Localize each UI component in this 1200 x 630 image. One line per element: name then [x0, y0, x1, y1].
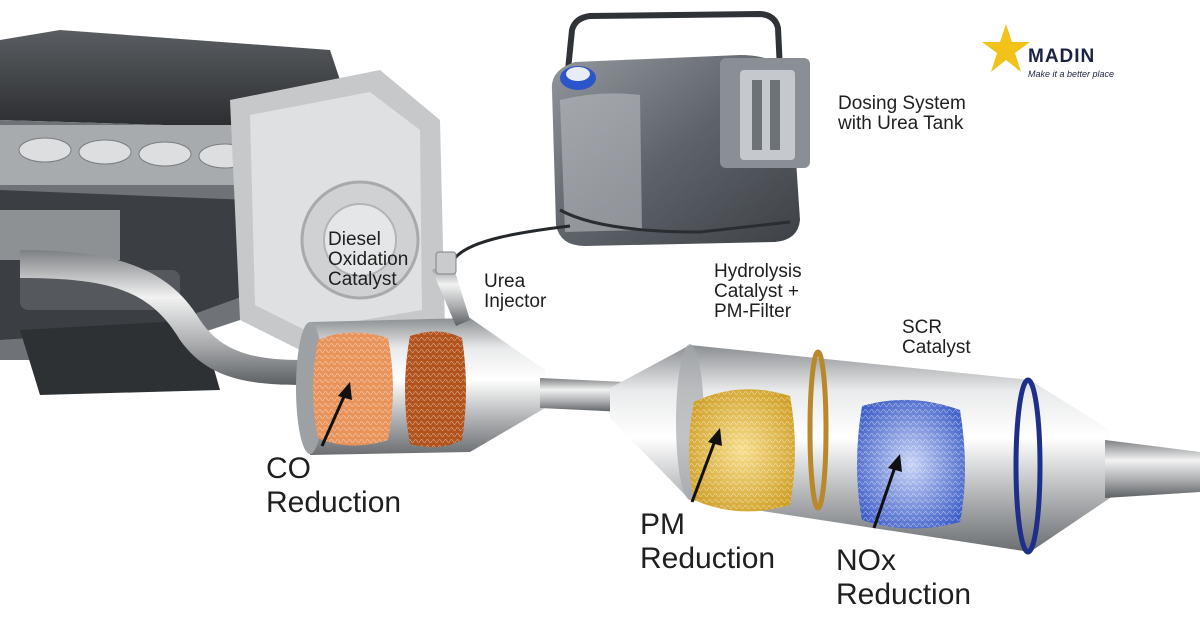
label-line: Diesel [328, 229, 381, 250]
label-line: with Urea Tank [838, 112, 964, 134]
label-line: Catalyst [328, 268, 397, 290]
mid-pipe [540, 378, 625, 412]
brand-name: MADIN [1028, 46, 1096, 67]
label-line: Catalyst [902, 336, 971, 358]
dosing-line [453, 224, 571, 260]
oxidation-catalyst-core-2 [405, 331, 466, 448]
star-icon [982, 24, 1030, 72]
label-co-reduction: CO Reduction [266, 452, 401, 519]
label-diesel-oxidation-catalyst: Diesel Oxidation Catalyst [328, 230, 408, 290]
label-dosing-system: Dosing System with Urea Tank [838, 94, 966, 134]
urea-tank [551, 10, 810, 246]
label-line: Reduction [836, 577, 972, 611]
label-line: PM-Filter [714, 300, 792, 322]
label-line: SCR [902, 317, 943, 338]
engine-exhaust-pipe [20, 250, 300, 385]
label-scr-catalyst: SCR Catalyst [902, 318, 971, 358]
label-line: Dosing System [838, 93, 966, 114]
oxidation-catalyst-core [313, 332, 393, 446]
label-pm-reduction: PM Reduction [640, 508, 775, 575]
label-line: PM [640, 508, 685, 541]
engine-block [0, 30, 445, 395]
label-urea-injector: Urea Injector [484, 272, 546, 312]
scr-catalyst-core [857, 399, 965, 529]
label-line: NOx [836, 544, 896, 577]
label-hydrolysis-pm-filter: Hydrolysis Catalyst + PM-Filter [714, 262, 802, 322]
label-line: Injector [484, 290, 547, 312]
pm-filter-core [689, 389, 795, 512]
label-nox-reduction: NOx Reduction [836, 544, 971, 611]
label-line: Oxidation [328, 248, 409, 270]
label-line: CO [266, 452, 311, 485]
label-line: Catalyst + [714, 280, 800, 302]
brand-tagline: Make it a better place [1028, 69, 1115, 79]
madin-logo: MADIN Make it a better place [980, 20, 1180, 82]
label-line: Urea [484, 271, 526, 292]
label-line: Reduction [266, 485, 402, 519]
annotation-arrows [320, 382, 902, 529]
label-line: Hydrolysis [714, 261, 802, 282]
label-line: Reduction [640, 541, 776, 575]
